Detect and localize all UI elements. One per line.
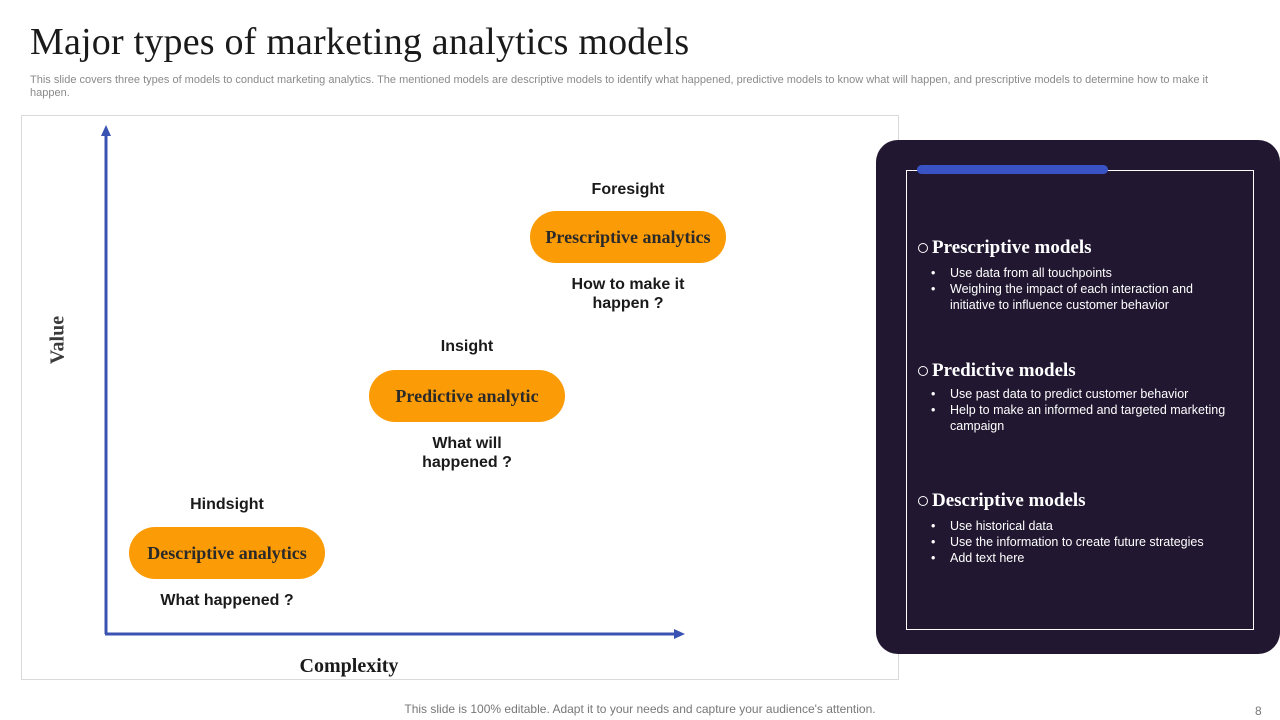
- section-heading: Descriptive models: [918, 490, 1238, 512]
- page-number: 8: [1255, 704, 1262, 718]
- slide-title: Major types of marketing analytics model…: [30, 21, 690, 63]
- section-heading-text: Descriptive models: [932, 490, 1086, 511]
- section-list: Use past data to predict customer behavi…: [918, 386, 1238, 434]
- section-heading: Prescriptive models: [918, 237, 1238, 259]
- list-item: Use data from all touchpoints: [918, 265, 1238, 281]
- circle-bullet-icon: [918, 243, 928, 253]
- list-item: Add text here: [918, 550, 1238, 566]
- x-axis-arrow: [674, 629, 685, 639]
- circle-bullet-icon: [918, 496, 928, 506]
- predictive-analytic-pill: Predictive analytic: [369, 370, 565, 422]
- descriptive-analytics-pill: Descriptive analytics: [129, 527, 325, 579]
- circle-bullet-icon: [918, 366, 928, 376]
- list-item: Use the information to create future str…: [918, 534, 1238, 550]
- section-heading: Predictive models: [918, 360, 1238, 382]
- predictive-models-section: Predictive models Use past data to predi…: [918, 360, 1238, 434]
- section-list: Use historical data Use the information …: [918, 518, 1238, 566]
- predictive-above-label: Insight: [440, 338, 494, 355]
- y-axis-label: Value: [46, 315, 69, 365]
- descriptive-models-section: Descriptive models Use historical data U…: [918, 490, 1238, 566]
- prescriptive-below-label: How to make it happen ?: [571, 276, 685, 312]
- panel-accent-bar: [917, 165, 1108, 174]
- list-item: Use past data to predict customer behavi…: [918, 386, 1238, 402]
- predictive-pill-text: Predictive analytic: [395, 385, 539, 406]
- slide-subtitle: This slide covers three types of models …: [30, 74, 1209, 99]
- list-item: Weighing the impact of each interaction …: [918, 281, 1238, 313]
- y-axis-arrow: [101, 125, 111, 136]
- section-heading-text: Predictive models: [932, 360, 1076, 381]
- predictive-below-label: What will happened ?: [422, 435, 512, 471]
- footer-note: This slide is 100% editable. Adapt it to…: [404, 702, 876, 716]
- prescriptive-models-section: Prescriptive models Use data from all to…: [918, 237, 1238, 313]
- descriptive-above-label: Hindsight: [190, 496, 264, 513]
- descriptive-pill-text: Descriptive analytics: [147, 542, 307, 563]
- descriptive-below-label: What happened ?: [160, 592, 294, 609]
- prescriptive-pill-text: Prescriptive analytics: [545, 226, 711, 247]
- list-item: Help to make an informed and targeted ma…: [918, 402, 1238, 434]
- prescriptive-analytics-pill: Prescriptive analytics: [530, 211, 726, 263]
- section-heading-text: Prescriptive models: [932, 237, 1092, 258]
- x-axis-label: Complexity: [299, 655, 399, 677]
- prescriptive-above-label: Foresight: [591, 181, 665, 198]
- section-list: Use data from all touchpoints Weighing t…: [918, 265, 1238, 313]
- list-item: Use historical data: [918, 518, 1238, 534]
